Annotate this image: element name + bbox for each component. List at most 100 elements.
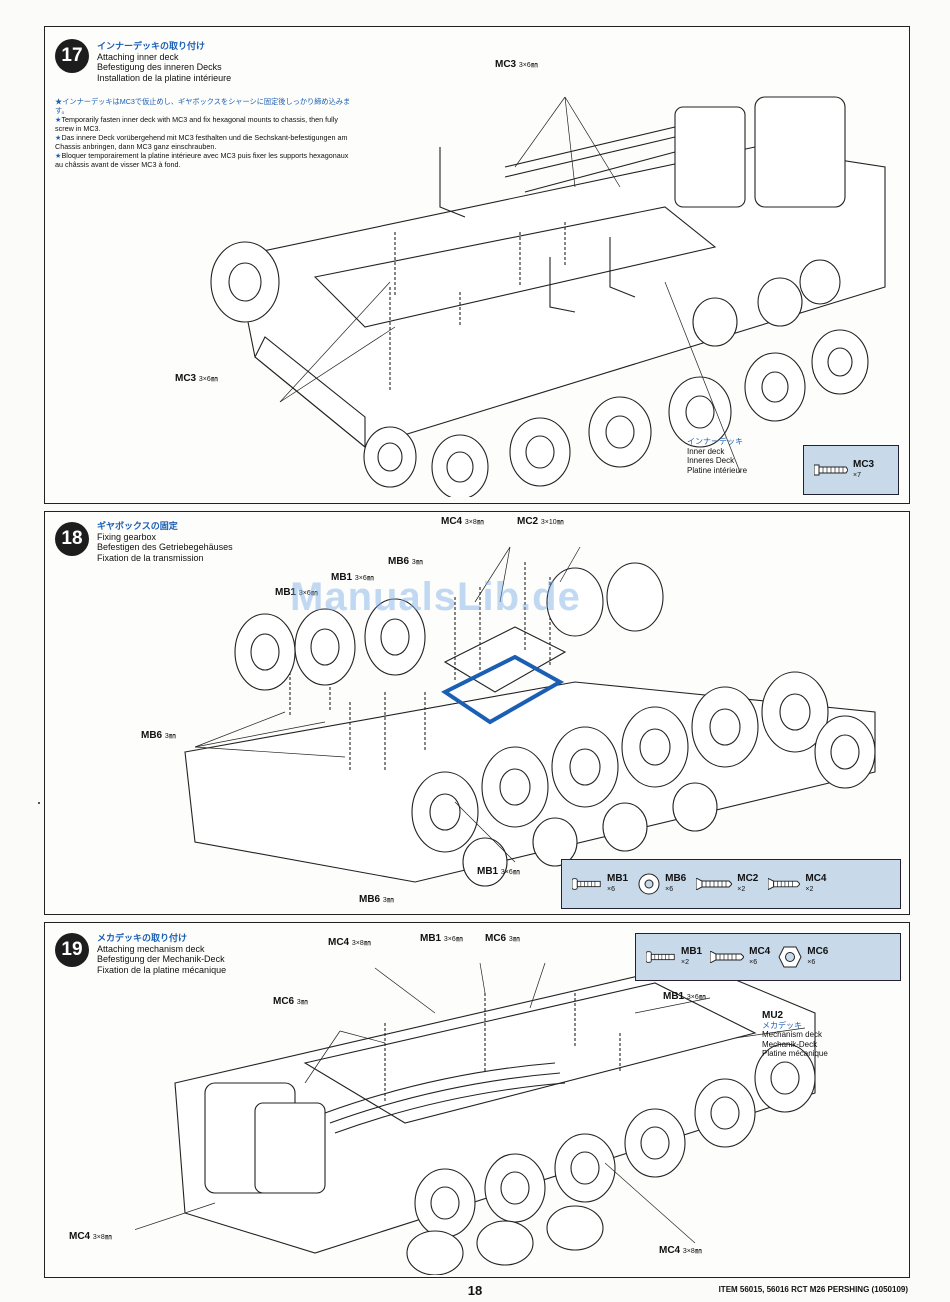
- callout-mc4-left: MC4 3×8㎜: [69, 1231, 112, 1242]
- callout-mc4-top: MC4 3×8㎜: [328, 937, 371, 948]
- countersunk-screw-icon: [768, 878, 801, 890]
- label-de: Inneres Deck: [687, 456, 735, 465]
- callout-mb6-left: MB6 3㎜: [141, 730, 176, 741]
- callout-mc6-left: MC6 3㎜: [273, 996, 308, 1007]
- callout-size: 3×6㎜: [443, 936, 463, 943]
- callout-size: 3×8㎜: [351, 940, 371, 947]
- callout-size: 3×6㎜: [198, 376, 218, 383]
- title-fr: Fixation de la transmission: [97, 552, 204, 563]
- part-mb1: MB1×2: [646, 946, 702, 968]
- callout-name: MC3: [495, 59, 517, 70]
- part-qty: ×6: [807, 959, 816, 966]
- mechanism-deck-drawing: [135, 953, 905, 1275]
- step-title: インナーデッキの取り付け Attaching inner deck Befest…: [97, 41, 231, 83]
- parts-box: MB1×6 MB6 ×6 MC2×2 MC4×2: [561, 859, 901, 909]
- callout-size: 3㎜: [411, 559, 423, 566]
- callout-name: MC6: [273, 996, 295, 1007]
- callout-mb1-bottom: MB1 3×6㎜: [477, 866, 520, 877]
- callout-mc6-top: MC6 3㎜: [485, 933, 520, 944]
- part-mb1: MB1×6: [572, 873, 628, 895]
- part-name: MC2: [737, 873, 759, 884]
- callout-size: 3㎜: [382, 897, 394, 904]
- label-fr: Platine intérieure: [687, 465, 748, 475]
- star-icon: ★: [55, 151, 62, 160]
- callout-mc4: MC4 3×8㎜: [441, 516, 484, 527]
- mechanism-deck-label: MU2 メカデッキ Mechanism deck Mechanik-Deck P…: [762, 1011, 828, 1059]
- parts-box: MB1×2 MC4×6 MC6×6: [635, 933, 901, 981]
- part-mc4: MC4×6: [710, 946, 770, 968]
- part-name: MC4: [805, 873, 827, 884]
- page-number: 18: [467, 1283, 483, 1298]
- part-name: MB6: [665, 873, 687, 884]
- callout-name: MB1: [331, 572, 353, 583]
- callout-name: MC4: [659, 1245, 681, 1256]
- title-de: Befestigung des inneren Decks: [97, 62, 222, 72]
- label-jp: メカデッキ: [762, 1020, 802, 1030]
- part-mc4: MC4×2: [768, 873, 827, 895]
- washer-icon: [638, 873, 660, 895]
- countersunk-screw-icon: [710, 951, 745, 963]
- callout-mb1-right: MB1 3×6㎜: [663, 991, 706, 1002]
- callout-mc4-bottom: MC4 3×8㎜: [659, 1245, 702, 1256]
- part-name: MB1: [681, 946, 703, 957]
- step-title: ギヤボックスの固定 Fixing gearbox Befestigen des …: [97, 521, 233, 563]
- pan-screw-icon: [646, 951, 675, 963]
- callout-name: MB1: [420, 933, 442, 944]
- step-17-panel: 17 インナーデッキの取り付け Attaching inner deck Bef…: [44, 26, 910, 504]
- callout-name: MC3: [175, 373, 197, 384]
- callout-size: 3×6㎜: [518, 62, 538, 69]
- callout-name: MC6: [485, 933, 507, 944]
- star-icon: ★: [55, 97, 63, 106]
- part-qty: ×6: [665, 886, 674, 893]
- callout-mc3-top: MC3 3×6㎜: [495, 59, 538, 70]
- callout-size: 3×8㎜: [464, 519, 484, 526]
- label-jp: インナーデッキ: [687, 437, 743, 446]
- part-name: MC4: [749, 946, 771, 957]
- step-title: メカデッキの取り付け Attaching mechanism deck Befe…: [97, 933, 226, 975]
- callout-size: 3×6㎜: [686, 994, 706, 1001]
- step-number: 19: [55, 933, 89, 967]
- title-fr: Installation de la platine intérieure: [97, 72, 232, 83]
- title-en: Fixing gearbox: [97, 531, 157, 542]
- title-jp: ギヤボックスの固定: [97, 521, 178, 531]
- callout-size: 3×6㎜: [354, 575, 374, 582]
- callout-name: MB6: [141, 730, 163, 741]
- label-en: Inner deck: [687, 446, 725, 456]
- callout-name: MB6: [388, 556, 410, 567]
- callout-name: MC4: [69, 1231, 91, 1242]
- title-fr: Fixation de la platine mécanique: [97, 964, 227, 975]
- callout-size: 3×8㎜: [92, 1234, 112, 1241]
- title-en: Attaching mechanism deck: [97, 943, 205, 954]
- callout-mb6-top: MB6 3㎜: [388, 556, 423, 567]
- label-fr: Platine mécanique: [762, 1049, 828, 1058]
- callout-size: 3×10㎜: [540, 519, 564, 526]
- part-qty: ×6: [749, 959, 758, 966]
- label-en: Mechanism deck: [762, 1030, 823, 1039]
- callout-size: 3×6㎜: [500, 869, 520, 876]
- countersunk-screw-icon: [696, 878, 733, 890]
- hex-nut-icon: [778, 946, 802, 968]
- callout-mc2: MC2 3×10㎜: [517, 516, 564, 527]
- callout-name: MB1: [275, 587, 297, 598]
- callout-name: MC4: [328, 937, 350, 948]
- screw-icon: [814, 464, 848, 476]
- part-mc3: MC3×7: [814, 459, 874, 481]
- callout-size: 3㎜: [296, 999, 308, 1006]
- part-qty: ×2: [681, 959, 689, 966]
- title-de: Befestigung der Mechanik-Deck: [97, 954, 225, 964]
- step-18-panel: 18 ギヤボックスの固定 Fixing gearbox Befestigen d…: [44, 511, 910, 915]
- title-jp: メカデッキの取り付け: [97, 933, 188, 943]
- pan-screw-icon: [572, 878, 601, 890]
- label-de: Mechanik-Deck: [762, 1039, 818, 1049]
- label-part: MU2: [762, 1010, 784, 1021]
- star-icon: ★: [55, 115, 62, 124]
- scan-dot: [38, 802, 40, 804]
- part-mc2: MC2×2: [696, 873, 758, 895]
- callout-size: 3×6㎜: [298, 590, 318, 597]
- note-en: ★Temporarily fasten inner deck with MC3 …: [55, 115, 338, 133]
- callout-name: MB1: [477, 866, 499, 877]
- assembly-notes: ★インナーデッキはMC3で仮止めし、ギヤボックスをシャーシに固定後しっかり締め込…: [55, 97, 355, 169]
- star-icon: ★: [55, 133, 62, 142]
- part-qty: ×7: [853, 472, 861, 479]
- inner-deck-label: インナーデッキ Inner deck Inneres Deck Platine …: [687, 437, 747, 475]
